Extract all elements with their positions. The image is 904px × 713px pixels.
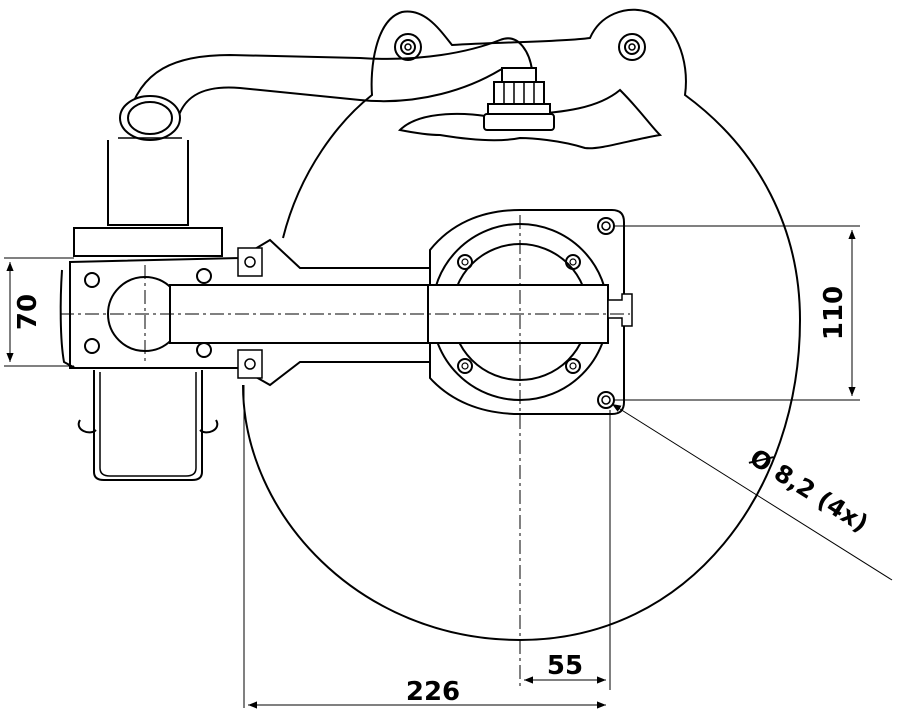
hose-inner	[177, 67, 515, 119]
centerlines	[60, 215, 630, 690]
leader-hole	[611, 403, 893, 581]
flange-bolts	[457, 254, 581, 374]
dim-text-110: 110	[819, 286, 849, 340]
extension-lines	[4, 225, 860, 708]
top-left-mounting-ear	[394, 33, 422, 61]
hose-nozzle	[107, 95, 189, 226]
dim-text-55: 55	[547, 651, 583, 681]
bracket-inner-outline	[59, 269, 76, 369]
top-right-mounting-ear	[618, 33, 646, 61]
handle-stirrup	[77, 370, 219, 481]
hole-callout: Ø 8,2 (4x)	[745, 443, 873, 538]
dim-text-226: 226	[406, 677, 460, 707]
side-latch	[607, 293, 633, 327]
bracket-hole	[84, 272, 100, 288]
arm-bolts	[237, 247, 263, 379]
cable-gland	[483, 67, 555, 131]
dim-text-70: 70	[13, 294, 43, 330]
bracket-hole	[196, 268, 212, 284]
nozzle-block	[73, 227, 223, 257]
reel-housing	[242, 8, 802, 642]
hose-outer	[127, 37, 533, 119]
bracket-hole	[84, 338, 100, 354]
